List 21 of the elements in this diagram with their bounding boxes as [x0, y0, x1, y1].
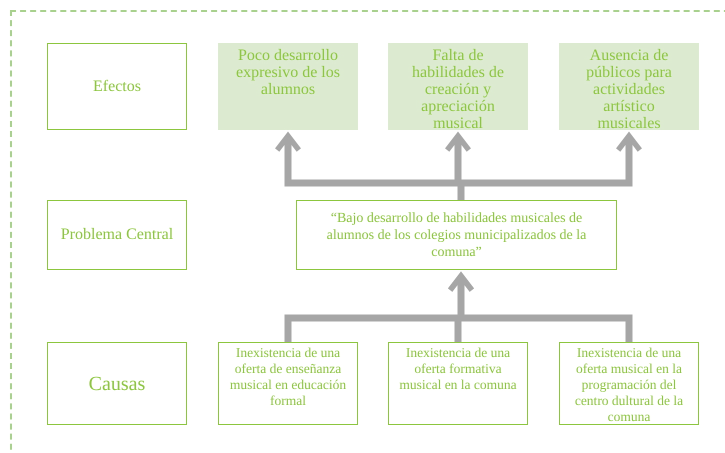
cause-box	[388, 342, 528, 425]
arrow	[447, 273, 632, 342]
box-text: Falta de habilidades de creación y apreciación musical	[411, 47, 505, 132]
box-text: Ausencia de públicos para actividades artístico musicales	[585, 47, 673, 132]
box-text: Inexistencia de una oferta musical en la programación del centro dultural de la comuna	[574, 345, 684, 425]
box-text: Problema Central	[60, 225, 174, 245]
cause-box	[218, 342, 358, 425]
box-text: Causas	[88, 372, 146, 396]
box-text: Poco desarrollo expresivo de los alumnos	[235, 47, 341, 98]
cause-box	[559, 342, 699, 425]
box-text: Efectos	[93, 76, 141, 96]
effect-box	[388, 43, 528, 130]
problem-box	[296, 200, 617, 270]
effect-box	[559, 43, 699, 130]
row-label-box	[47, 342, 187, 425]
box-text: Inexistencia de una oferta formativa musical en la comuna	[398, 345, 518, 393]
row-label-box	[47, 200, 187, 270]
effect-box	[218, 43, 358, 130]
box-text: Inexistencia de una oferta de enseñanza musical en educación formal	[228, 345, 348, 409]
box-text: “Bajo desarrollo de habilidades musicales de alumnos de los colegios municipalizados de la comuna”	[326, 210, 588, 260]
row-label-box	[47, 43, 187, 130]
